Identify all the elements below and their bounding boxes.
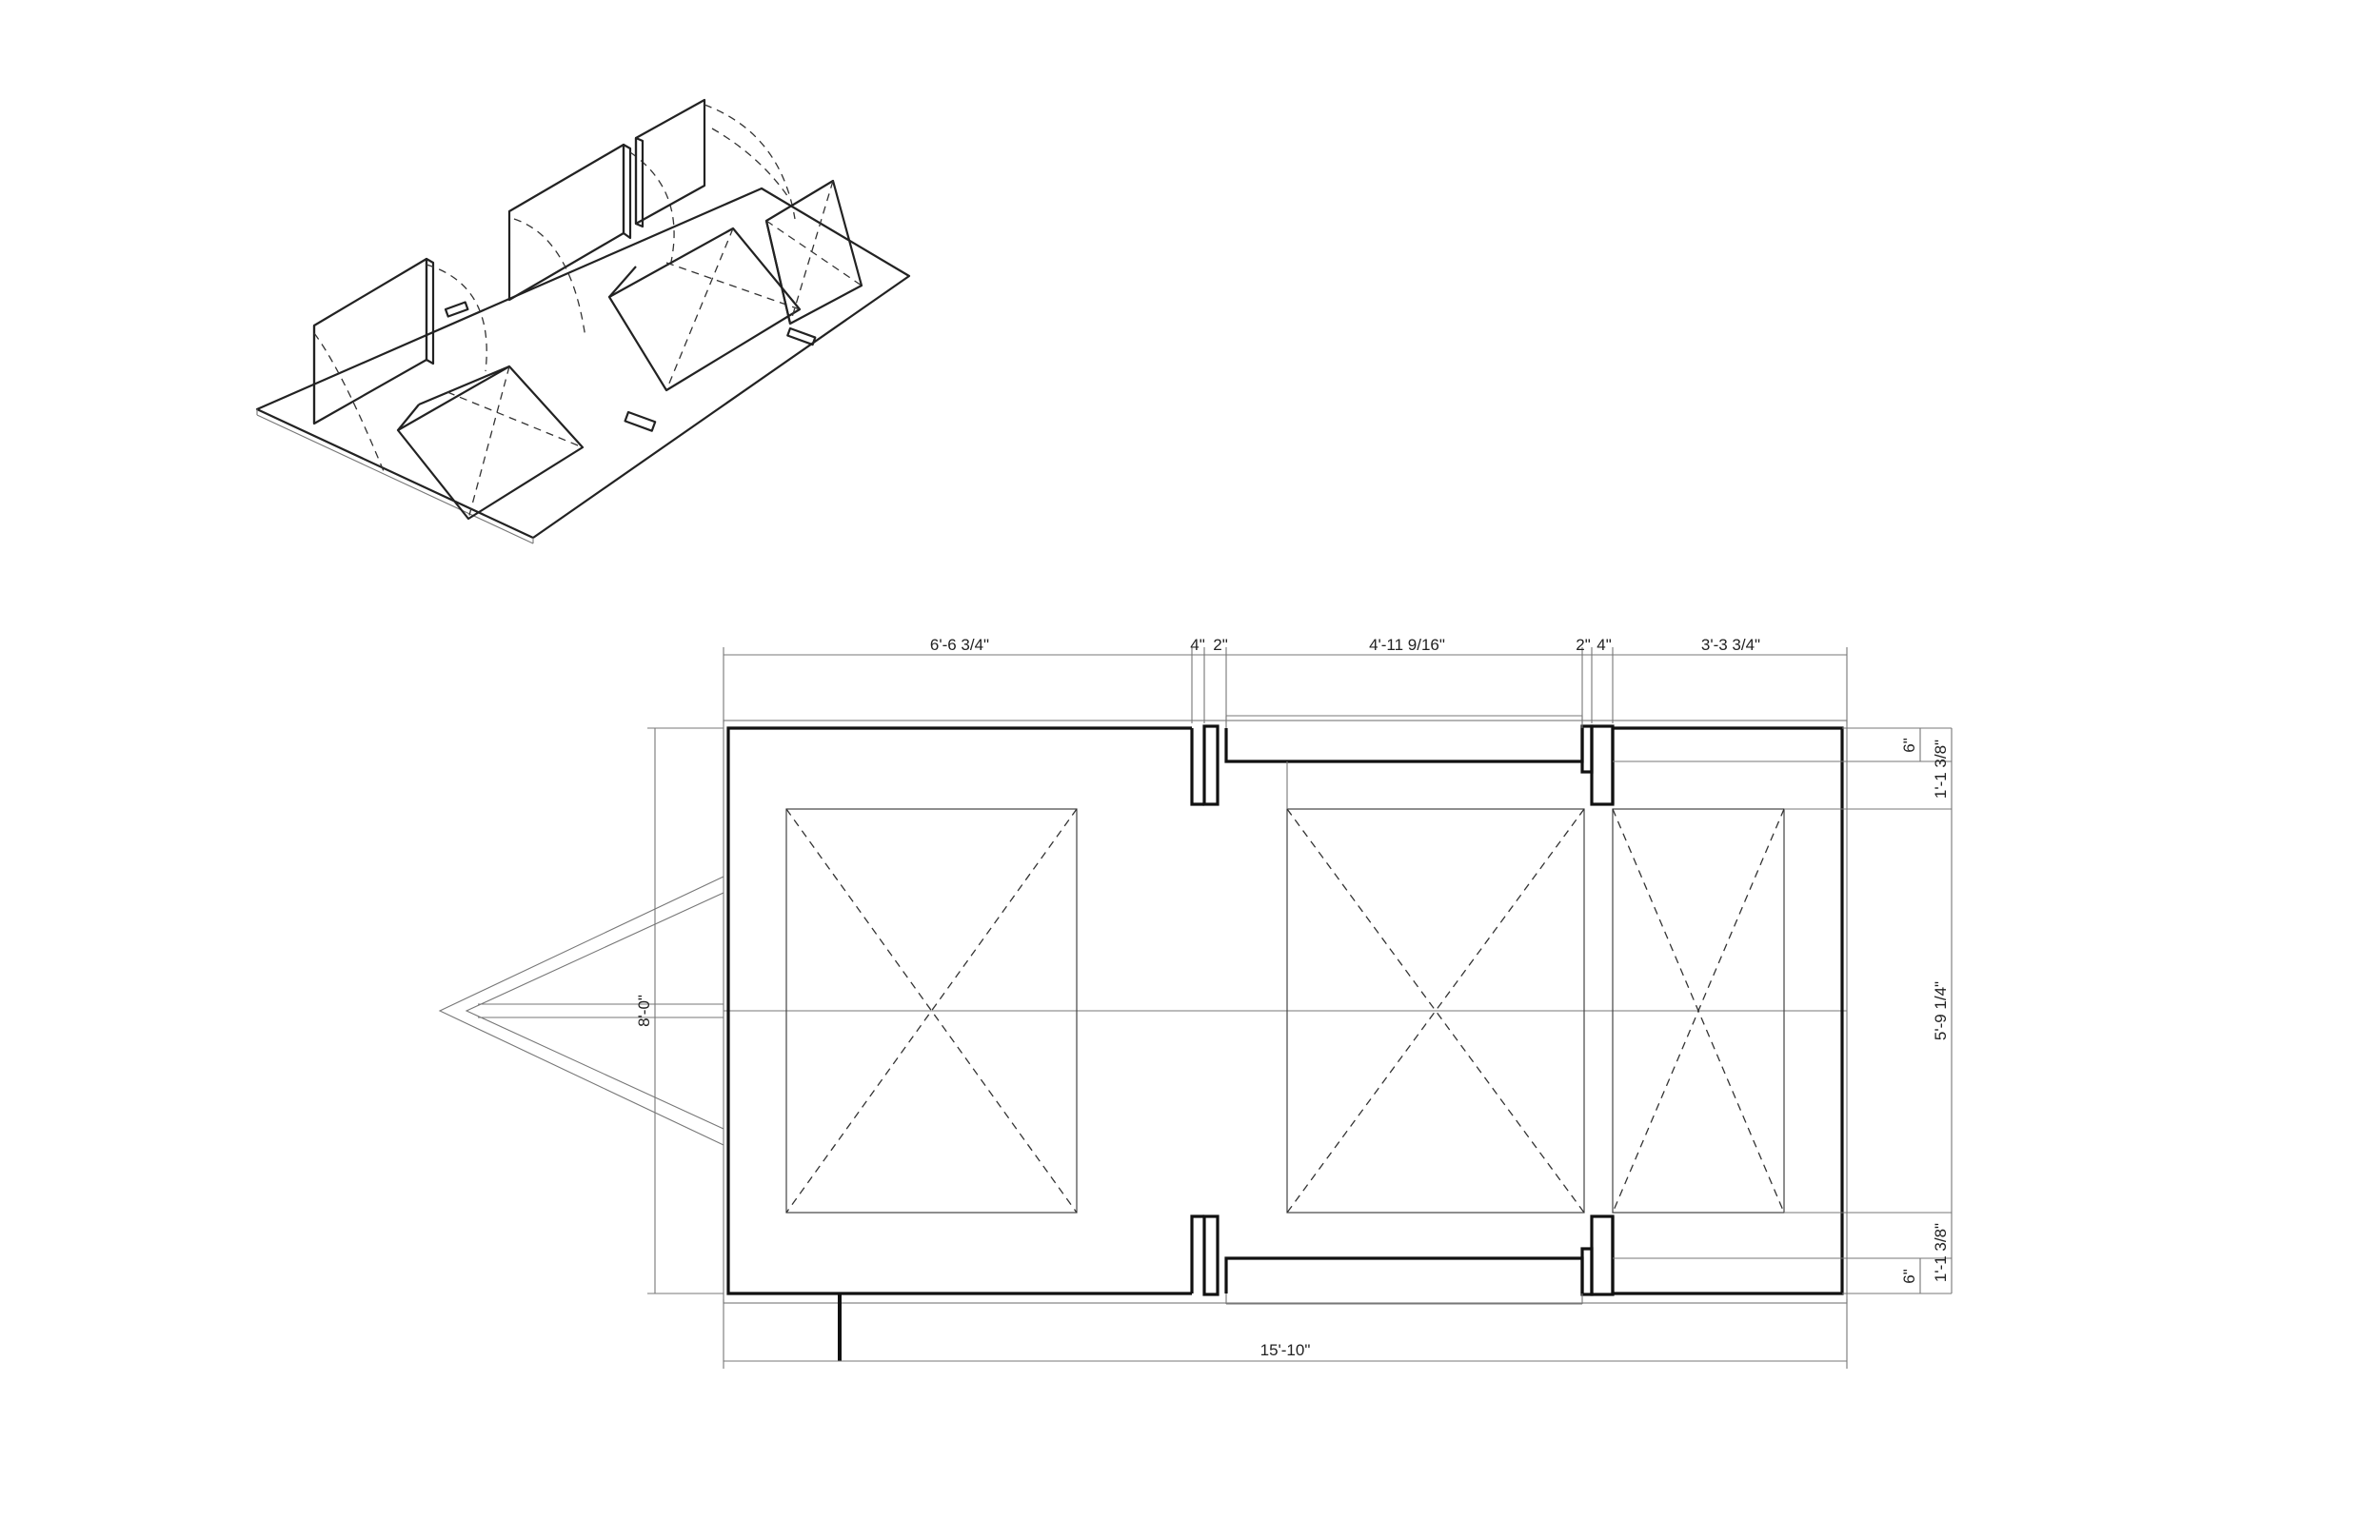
dim-right-2: 1'-1 3/8": [1932, 740, 1950, 799]
plan-compartment-2: [1224, 715, 1594, 1305]
dim-right-3: 5'-9 1/4": [1932, 981, 1950, 1040]
dim-left-height: 8'-0": [635, 995, 653, 1027]
dim-top-1: 6'-6 3/4": [930, 636, 989, 654]
plan-hitch-tongue: [438, 876, 724, 1146]
axo-compartment-2: [507, 143, 802, 392]
dim-top-6: 4": [1597, 636, 1612, 654]
dim-bottom-total: 15'-10": [1260, 1341, 1311, 1359]
dim-top-2: 4": [1190, 636, 1205, 654]
axo-base-platform: [255, 187, 911, 540]
dim-right-4: 1'-1 3/8": [1932, 1223, 1950, 1282]
dimension-labels: 6'-6 3/4" 4" 2" 4'-11 9/16" 2" 4" 3'-3 3…: [635, 636, 1950, 1359]
dim-right-5: 6": [1900, 1269, 1918, 1284]
plan-view: [438, 715, 1952, 1361]
axo-compartment-1: [312, 257, 585, 521]
dim-top-5: 2": [1576, 636, 1591, 654]
dimension-lines: [647, 647, 1953, 1369]
dim-right-1: 6": [1900, 738, 1918, 753]
axonometric-view: [255, 98, 911, 544]
axo-compartment-3: [634, 98, 863, 326]
plan-compartment-3: [1611, 726, 1844, 1295]
plan-trailer-outline: [723, 720, 1848, 1304]
dim-top-7: 3'-3 3/4": [1701, 636, 1760, 654]
plan-compartment-1: [726, 724, 1220, 1296]
dim-top-3: 2": [1213, 636, 1228, 654]
dim-top-4: 4'-11 9/16": [1369, 636, 1445, 654]
